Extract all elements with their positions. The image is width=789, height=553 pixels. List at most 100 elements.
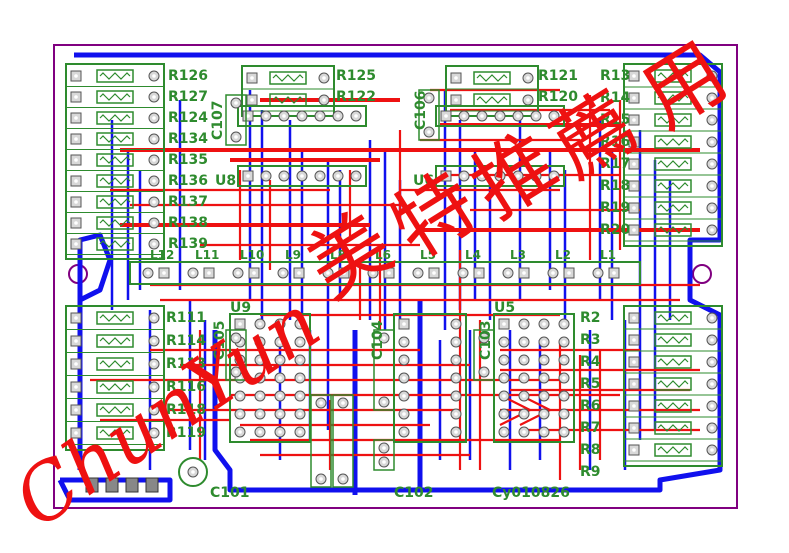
resistor-zigzag — [476, 96, 508, 104]
pad-hole — [318, 174, 322, 178]
resistor-zigzag — [657, 336, 689, 344]
pad-hole — [402, 430, 406, 434]
pad-hole — [282, 174, 286, 178]
capacitor-outline — [418, 89, 440, 141]
label-l11: L11 — [195, 248, 219, 262]
pad-hole — [498, 174, 502, 178]
pad-hole — [152, 339, 156, 343]
pad-hole — [371, 271, 375, 275]
pad-hole — [502, 340, 506, 344]
pad-hole — [710, 316, 714, 320]
resistor-zigzag — [272, 74, 304, 82]
capacitor-outline — [225, 94, 247, 146]
resistor-zigzag — [99, 337, 131, 345]
pad-hole — [278, 322, 282, 326]
pad-hole — [354, 114, 358, 118]
pad-hole — [416, 271, 420, 275]
label-l4: L4 — [465, 248, 481, 262]
pad-hole — [632, 206, 636, 210]
resistor-zigzag — [657, 72, 689, 80]
pad-hole — [632, 316, 636, 320]
pad-hole — [146, 271, 150, 275]
pad-hole — [298, 430, 302, 434]
red-traces — [90, 88, 700, 480]
pad-hole — [710, 184, 714, 188]
pad-hole — [542, 394, 546, 398]
resistor-zigzag — [657, 204, 689, 212]
resistor-body — [96, 334, 134, 348]
resistor-zigzag — [99, 429, 131, 437]
pad-hole — [238, 394, 242, 398]
pad-hole — [542, 376, 546, 380]
label-l8: L8 — [330, 248, 346, 262]
resistor-zigzag — [657, 226, 689, 234]
label-r14: R14 — [600, 90, 631, 106]
label-r122: R122 — [336, 89, 376, 105]
resistor-body — [473, 71, 511, 85]
pad-hole — [207, 271, 211, 275]
label-l6: L6 — [375, 248, 391, 262]
resistor-body — [96, 195, 134, 209]
resistor-zigzag — [99, 198, 131, 206]
resistor-body — [96, 111, 134, 125]
pad-hole — [74, 385, 78, 389]
pad-hole — [454, 358, 458, 362]
pad-hole — [710, 382, 714, 386]
ic-outline — [435, 105, 565, 127]
resistor-body — [96, 237, 134, 251]
resistor-zigzag — [99, 135, 131, 143]
pad-hole — [454, 76, 458, 80]
pad-hole — [278, 376, 282, 380]
resistor-body — [654, 377, 692, 391]
label-r7: R7 — [580, 420, 601, 436]
pad-hole — [152, 200, 156, 204]
label-r20: R20 — [600, 222, 631, 238]
pad-hole — [318, 114, 322, 118]
pad-hole — [502, 322, 506, 326]
resistor-zigzag — [99, 406, 131, 414]
pad-hole — [264, 174, 268, 178]
pad-hole — [632, 448, 636, 452]
label-c104: C104 — [370, 320, 386, 360]
pad-hole — [710, 206, 714, 210]
resistor-body — [654, 113, 692, 127]
label-u5: U5 — [494, 300, 515, 316]
pad-hole — [387, 271, 391, 275]
pad-hole — [462, 174, 466, 178]
label-r116: R116 — [166, 379, 206, 395]
pad-hole — [152, 408, 156, 412]
pad-hole — [444, 174, 448, 178]
pad-hole — [250, 76, 254, 80]
board-code: Cy010826 — [492, 485, 570, 501]
pad-hole — [632, 338, 636, 342]
resistor-zigzag — [99, 360, 131, 368]
pad-hole — [522, 358, 526, 362]
pad-hole — [522, 394, 526, 398]
resistor-bank — [445, 65, 539, 117]
electrolytic-capacitor — [178, 457, 208, 487]
ic-outline — [237, 105, 367, 127]
pad-hole — [516, 114, 520, 118]
pad-hole — [710, 228, 714, 232]
label-l12: L12 — [150, 248, 174, 262]
label-r18: R18 — [600, 178, 630, 194]
pad-hole — [710, 426, 714, 430]
resistor-body — [654, 355, 692, 369]
pad-hole — [258, 430, 262, 434]
label-r16: R16 — [600, 134, 630, 150]
pad-hole — [522, 340, 526, 344]
pad-hole — [278, 394, 282, 398]
resistor-body — [654, 179, 692, 193]
pad-hole — [152, 137, 156, 141]
pad-hole — [402, 322, 406, 326]
pad-hole — [74, 339, 78, 343]
pad-hole — [461, 271, 465, 275]
pad-hole — [427, 96, 431, 100]
pad-hole — [300, 114, 304, 118]
components — [65, 63, 723, 493]
pad-hole — [482, 336, 486, 340]
pad-hole — [281, 271, 285, 275]
pad-hole — [710, 360, 714, 364]
capacitor-outline — [473, 329, 495, 381]
